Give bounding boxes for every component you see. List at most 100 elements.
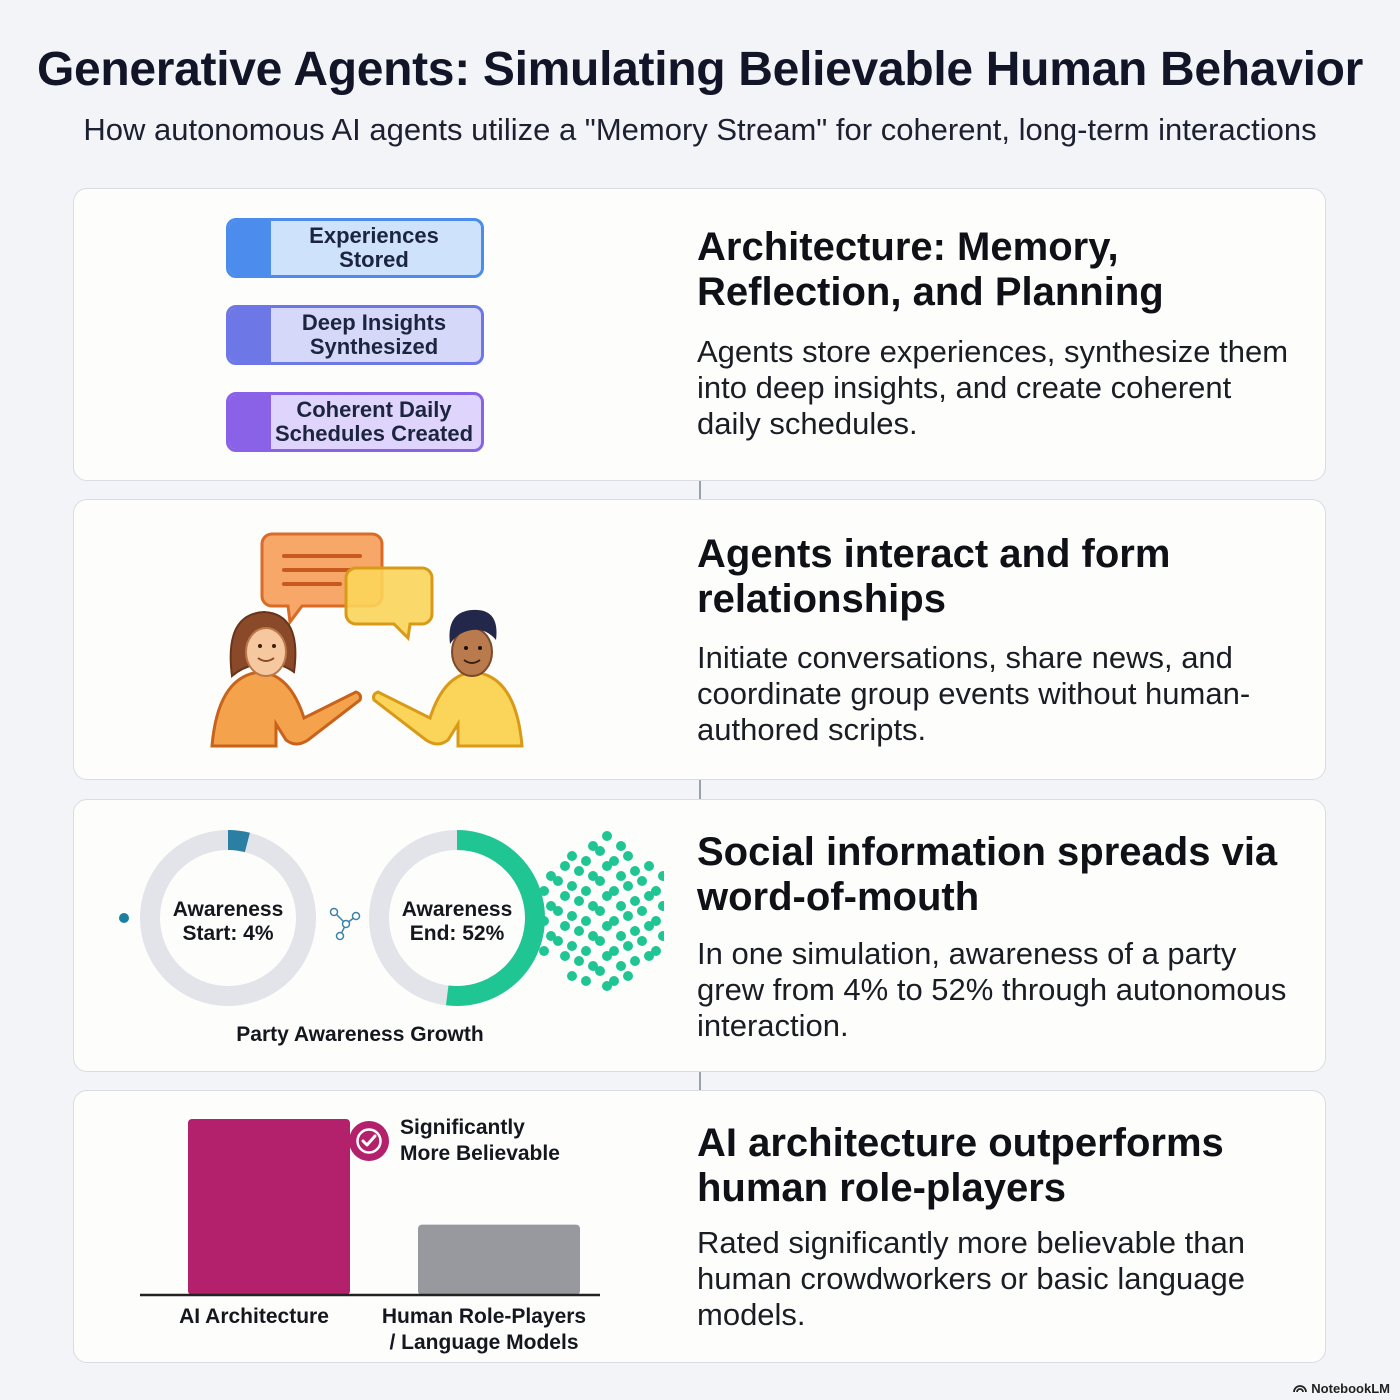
- panel-heading: Agents interact and form relationships: [697, 532, 1171, 621]
- connector-line: [699, 480, 701, 500]
- agent-dot: [644, 891, 654, 901]
- agent-dot: [588, 871, 598, 881]
- agent-dot: [553, 936, 563, 946]
- agent-dot: [616, 961, 626, 971]
- layer-deep-insights: Deep Insights Synthesized: [226, 305, 484, 365]
- agent-dot: [609, 916, 619, 926]
- agent-dot: [574, 956, 584, 966]
- agent-dot: [567, 941, 577, 951]
- agent-dot: [602, 921, 612, 931]
- agent-dots-cloud: [539, 831, 664, 991]
- agent-dot: [602, 861, 612, 871]
- agent-dot: [609, 946, 619, 956]
- awareness-end-ring-arc: [445, 830, 545, 1006]
- agent-dot: [581, 886, 591, 896]
- awareness-start-label: Awareness Start: 4%: [172, 898, 284, 945]
- checkmark-icon: [349, 1121, 389, 1161]
- agent-dot: [651, 916, 661, 926]
- agent-dot: [588, 901, 598, 911]
- panel-architecture: Experiences Stored Deep Insights Synthes…: [73, 188, 1326, 481]
- agent-dot: [574, 896, 584, 906]
- bar-label-ai-architecture: AI Architecture: [179, 1305, 329, 1328]
- notebooklm-logo-icon: [1293, 1381, 1308, 1396]
- agent-dot: [609, 856, 619, 866]
- agent-dot: [567, 881, 577, 891]
- agent-dot: [574, 866, 584, 876]
- page-subtitle: How autonomous AI agents utilize a "Memo…: [83, 112, 1317, 147]
- page-title: Generative Agents: Simulating Believable…: [36, 43, 1364, 96]
- chart-caption: Party Awareness Growth: [236, 1023, 484, 1046]
- panel-description: Rated significantly more believable than…: [697, 1225, 1245, 1332]
- connector-line: [699, 1071, 701, 1091]
- agent-dot: [595, 936, 605, 946]
- agent-dot: [651, 886, 661, 896]
- agent-dot: [616, 871, 626, 881]
- agent-dot: [574, 926, 584, 936]
- man-figure-icon: [372, 609, 524, 748]
- agent-dot: [658, 871, 664, 881]
- agent-dot: [602, 981, 612, 991]
- agent-dot: [546, 931, 556, 941]
- speech-bubble-yellow-icon: [344, 566, 434, 642]
- layer-strip: [229, 395, 271, 449]
- agent-dot: [616, 931, 626, 941]
- agent-dot: [623, 971, 633, 981]
- agent-dot: [602, 951, 612, 961]
- panel-heading: Social information spreads via word-of-m…: [697, 830, 1278, 919]
- agent-dot: [546, 901, 556, 911]
- layer-daily-schedules: Coherent Daily Schedules Created: [226, 392, 484, 452]
- agent-dot: [581, 856, 591, 866]
- agent-dot: [602, 831, 612, 841]
- agent-dot: [595, 846, 605, 856]
- agent-dot: [644, 951, 654, 961]
- agent-dot: [602, 891, 612, 901]
- agent-dot: [630, 926, 640, 936]
- layer-label: Experiences Stored: [309, 223, 439, 272]
- agent-dot: [658, 901, 664, 911]
- panel-description: Agents store experiences, synthesize the…: [697, 334, 1289, 441]
- agent-dot: [637, 876, 647, 886]
- agent-dot: [644, 921, 654, 931]
- agent-dot: [581, 916, 591, 926]
- awareness-chart: [119, 830, 664, 1006]
- network-icon: [329, 907, 361, 941]
- agent-dot: [595, 876, 605, 886]
- agent-dot: [567, 971, 577, 981]
- layer-label: Coherent Daily Schedules Created: [274, 397, 474, 446]
- single-agent-dot: [119, 913, 129, 923]
- layer-strip: [229, 308, 271, 362]
- believability-bar-chart: [140, 1119, 600, 1297]
- agent-dot: [630, 866, 640, 876]
- agent-dot: [546, 871, 556, 881]
- agent-dot: [560, 921, 570, 931]
- agent-dot: [581, 976, 591, 986]
- panel-believability: AI Architecture Human Role-Players / Lan…: [73, 1090, 1326, 1363]
- agent-dot: [595, 906, 605, 916]
- agent-dot: [651, 946, 661, 956]
- awareness-start-ring-arc: [227, 830, 250, 853]
- agent-dot: [588, 931, 598, 941]
- agent-dot: [567, 911, 577, 921]
- agent-dot: [581, 946, 591, 956]
- layer-experiences-stored: Experiences Stored: [226, 218, 484, 278]
- bar-label-human-role-players: Human Role-Players / Language Models: [381, 1305, 587, 1354]
- agent-dot: [560, 891, 570, 901]
- layer-strip: [229, 221, 271, 275]
- agent-dot: [616, 841, 626, 851]
- agent-dot: [623, 851, 633, 861]
- agent-dot: [588, 841, 598, 851]
- agent-dot: [595, 966, 605, 976]
- believability-badge: Significantly More Believable: [400, 1116, 560, 1165]
- agent-dot: [623, 911, 633, 921]
- agent-dot: [637, 906, 647, 916]
- connector-line: [699, 779, 701, 800]
- agent-dot: [588, 961, 598, 971]
- agent-dot: [623, 881, 633, 891]
- panel-heading: AI architecture outperforms human role-p…: [697, 1121, 1224, 1210]
- panel-heading: Architecture: Memory, Reflection, and Pl…: [697, 225, 1164, 314]
- layer-label: Deep Insights Synthesized: [301, 310, 447, 359]
- agent-dot: [539, 946, 549, 956]
- panel-interaction: Agents interact and form relationships I…: [73, 499, 1326, 780]
- panel-information-spread: Awareness Start: 4% Awareness End: 52% P…: [73, 799, 1326, 1072]
- agent-dot: [553, 906, 563, 916]
